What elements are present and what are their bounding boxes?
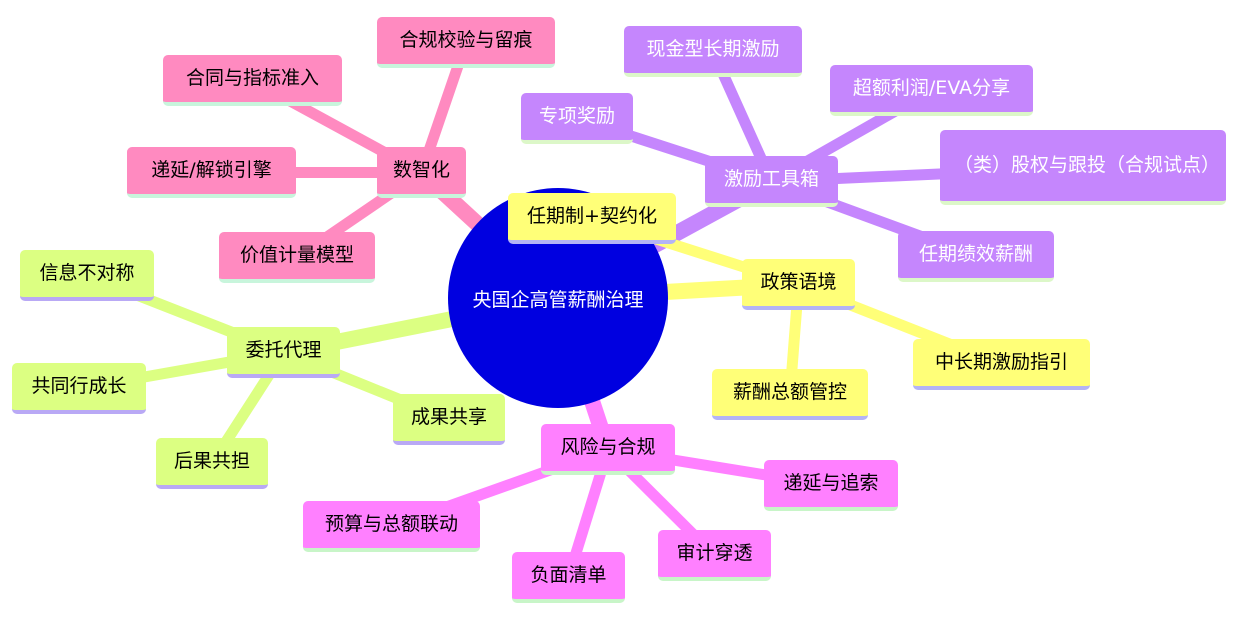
node-label: 委托代理 <box>245 339 322 361</box>
leaf-node-p2[interactable]: 中长期激励指引 <box>913 339 1090 390</box>
node-label: 政策语境 <box>760 271 837 293</box>
leaf-node-a3[interactable]: 后果共担 <box>156 438 268 489</box>
node-label: 预算与总额联动 <box>324 513 458 535</box>
leaf-node-t4[interactable]: （类）股权与跟投（合规试点） <box>940 130 1226 205</box>
node-label: 审计穿透 <box>676 542 753 564</box>
node-label: 中长期激励指引 <box>934 351 1068 373</box>
leaf-node-p3[interactable]: 薪酬总额管控 <box>712 369 868 420</box>
leaf-node-a2[interactable]: 共同行成长 <box>12 363 146 414</box>
node-label: 激励工具箱 <box>723 168 819 190</box>
leaf-node-r3[interactable]: 负面清单 <box>512 552 625 603</box>
leaf-node-r1[interactable]: 递延与追索 <box>764 460 898 511</box>
node-label: 现金型长期激励 <box>646 38 780 60</box>
node-label: 价值计量模型 <box>239 244 354 266</box>
node-label: 专项奖励 <box>538 105 615 127</box>
node-label: 成果共享 <box>410 406 487 428</box>
leaf-node-t5[interactable]: 任期绩效薪酬 <box>898 231 1054 282</box>
node-label: 薪酬总额管控 <box>732 381 847 403</box>
node-label: 任期制+契约化 <box>527 205 657 227</box>
node-label: 共同行成长 <box>31 375 127 397</box>
root-label: 央国企高管薪酬治理 <box>472 288 644 311</box>
leaf-node-d1[interactable]: 合规校验与留痕 <box>377 17 555 68</box>
node-label: 负面清单 <box>530 564 607 586</box>
node-label: 递延/解锁引擎 <box>151 159 272 181</box>
node-label: 风险与合规 <box>560 436 656 458</box>
node-label: 合同与指标准入 <box>185 67 319 89</box>
leaf-node-d4[interactable]: 价值计量模型 <box>219 232 375 283</box>
node-label: 超额利润/EVA分享 <box>852 77 1011 99</box>
leaf-node-t3[interactable]: 超额利润/EVA分享 <box>830 65 1033 116</box>
leaf-node-p1[interactable]: 任期制+契约化 <box>508 193 676 244</box>
node-label: 合规校验与留痕 <box>399 29 533 51</box>
branch-node-agency[interactable]: 委托代理 <box>227 327 340 378</box>
leaf-node-a4[interactable]: 成果共享 <box>393 394 505 445</box>
leaf-node-a1[interactable]: 信息不对称 <box>20 250 154 301</box>
leaf-node-t1[interactable]: 现金型长期激励 <box>624 26 802 77</box>
branch-node-risk[interactable]: 风险与合规 <box>541 424 675 475</box>
branch-node-digital[interactable]: 数智化 <box>377 147 466 198</box>
branch-node-toolbox[interactable]: 激励工具箱 <box>705 156 838 207</box>
node-label: （类）股权与跟投（合规试点） <box>954 154 1221 176</box>
branch-node-policy[interactable]: 政策语境 <box>742 259 855 310</box>
node-label: 递延与追索 <box>783 472 879 494</box>
leaf-node-r4[interactable]: 审计穿透 <box>658 530 771 581</box>
leaf-node-d3[interactable]: 递延/解锁引擎 <box>127 147 296 198</box>
node-label: 信息不对称 <box>39 262 135 284</box>
node-label: 数智化 <box>392 159 450 181</box>
leaf-node-t2[interactable]: 专项奖励 <box>521 93 633 144</box>
node-label: 后果共担 <box>173 450 250 472</box>
node-label: 任期绩效薪酬 <box>918 243 1033 265</box>
leaf-node-r2[interactable]: 预算与总额联动 <box>303 501 480 552</box>
leaf-node-d2[interactable]: 合同与指标准入 <box>163 55 342 106</box>
